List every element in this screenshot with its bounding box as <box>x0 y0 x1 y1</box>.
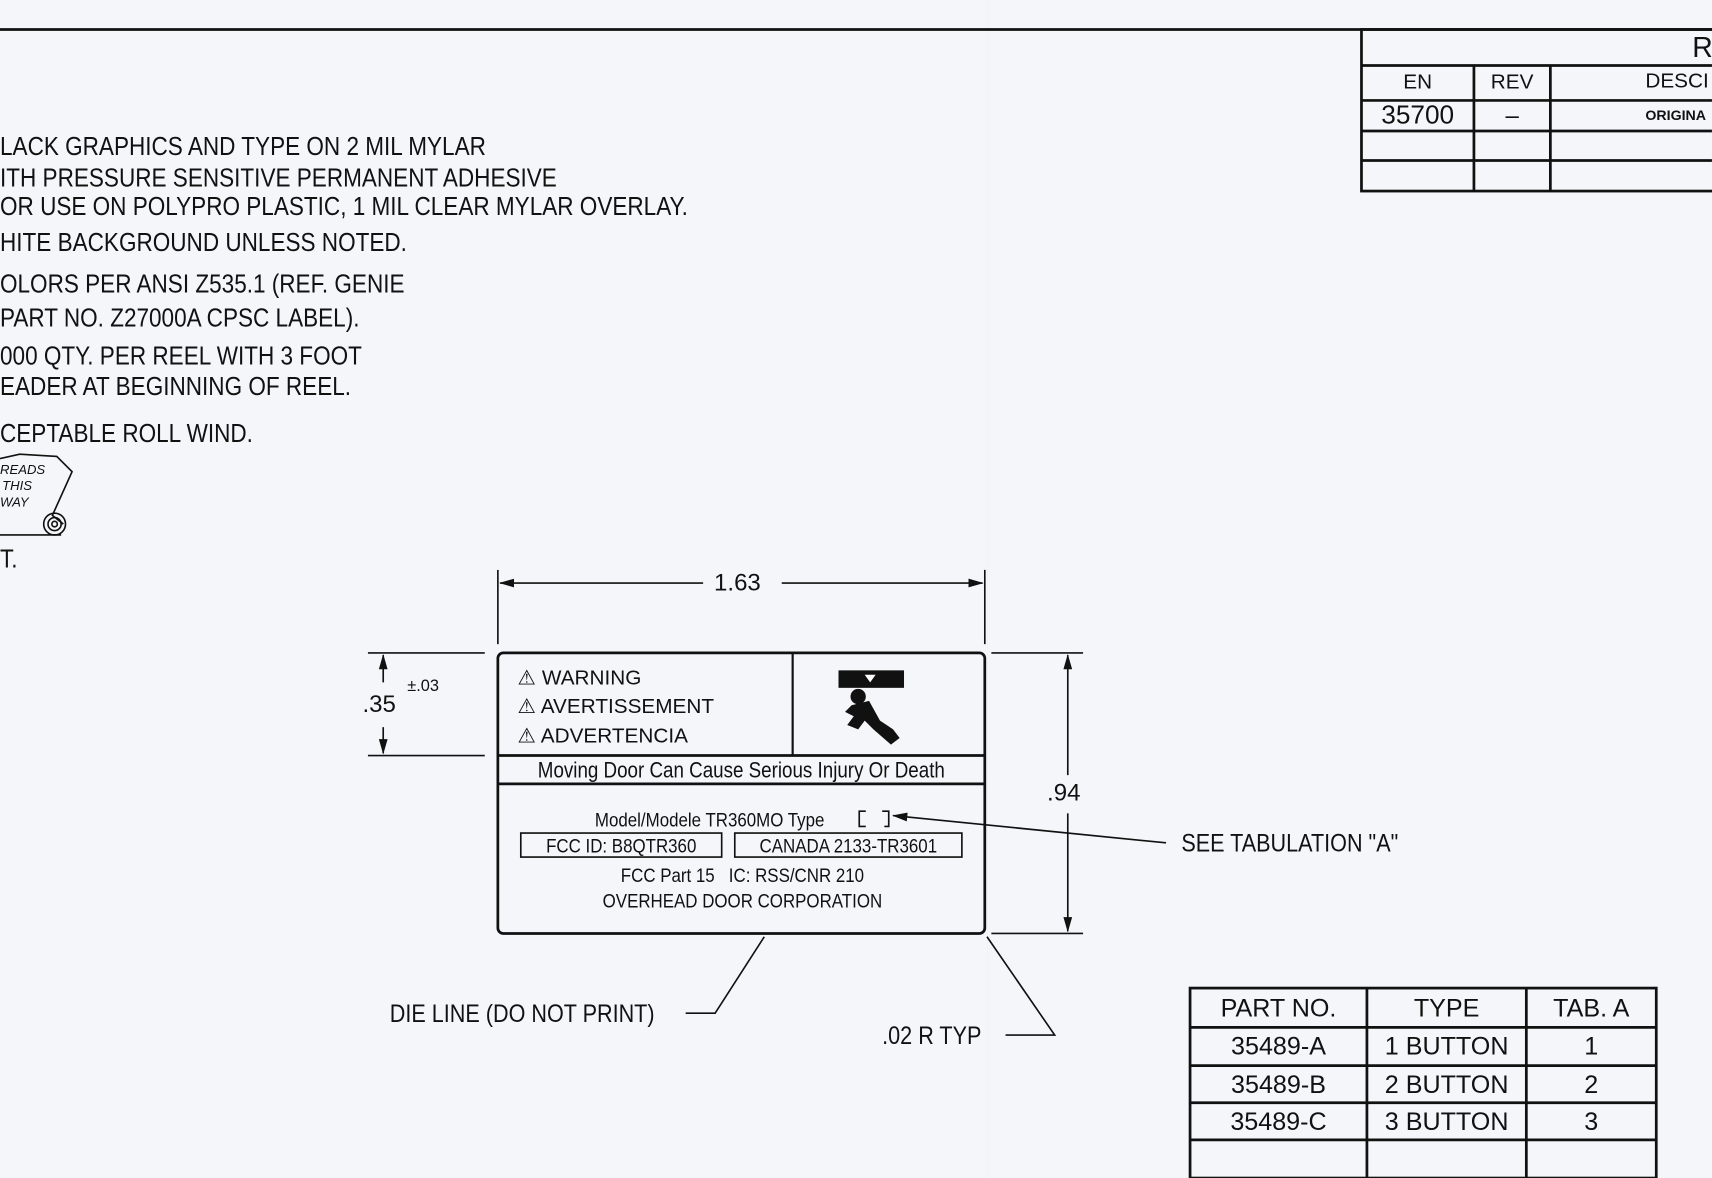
tab-cell-type: 3 BUTTON <box>1384 1106 1509 1135</box>
die-line-leader <box>685 936 765 1015</box>
roll-wind-icon <box>0 453 74 536</box>
tab-cell-part: 35489-B <box>1231 1069 1326 1098</box>
note-line: OR USE ON POLYPRO PLASTIC, 1 MIL CLEAR M… <box>0 192 688 222</box>
note-line: T. <box>0 544 18 575</box>
crush-hazard-icon <box>838 670 905 745</box>
tab-cell-tab: 3 <box>1584 1106 1599 1135</box>
warning-text: WARNING <box>541 667 642 691</box>
model-line: Model/Modele TR360MO Type <box>594 809 825 831</box>
hazard-statement: Moving Door Can Cause Serious Injury Or … <box>537 758 945 783</box>
note-line: PART NO. Z27000A CPSC LABEL). <box>0 303 360 333</box>
warning-text: AVERTISSEMENT <box>540 695 715 719</box>
rev-cell: ORIGINA <box>1645 106 1707 124</box>
label-outline <box>496 651 987 935</box>
width-dimension-value: 1.63 <box>714 568 761 597</box>
canada-id: CANADA 2133-TR3601 <box>759 835 938 858</box>
rev-cell: – <box>1505 101 1519 129</box>
radius-leader <box>986 936 1057 1036</box>
roll-text: THIS <box>2 478 33 494</box>
note-line: OLORS PER ANSI Z535.1 (REF. GENIE <box>0 269 405 300</box>
header-height-dimension <box>367 652 485 757</box>
tab-header-part-no: PART NO. <box>1220 992 1337 1022</box>
tab-cell-tab: 1 <box>1584 1031 1599 1061</box>
roll-text: READS <box>0 461 46 478</box>
note-line: ITH PRESSURE SENSITIVE PERMANENT ADHESIV… <box>0 163 557 194</box>
note-line: HITE BACKGROUND UNLESS NOTED. <box>0 228 407 258</box>
warning-line: ⚠ AVERTISSEMENT <box>518 697 715 718</box>
rev-header-description: DESCI <box>1645 69 1709 93</box>
die-line-callout: DIE LINE (DO NOT PRINT) <box>389 998 655 1028</box>
rev-cell: 35700 <box>1381 100 1455 130</box>
tab-cell-type: 2 BUTTON <box>1384 1069 1509 1098</box>
roll-text: WAY <box>0 494 29 510</box>
warning-triangle-icon: ⚠ <box>517 724 537 748</box>
fcc-id: FCC ID: B8QTR360 <box>546 835 697 858</box>
revision-title: R <box>1692 30 1712 64</box>
header-height-value: .35 <box>362 690 396 718</box>
tab-header-tab-a: TAB. A <box>1553 992 1630 1022</box>
rev-header-rev: REV <box>1490 70 1534 94</box>
compliance-line: FCC Part 15 IC: RSS/CNR 210 <box>620 864 865 887</box>
warning-line: ⚠ WARNING <box>518 668 642 689</box>
note-line: CEPTABLE ROLL WIND. <box>0 419 253 449</box>
rev-header-en: EN <box>1403 70 1433 94</box>
tabulation-table-grid <box>1188 986 1658 1178</box>
see-tabulation-callout: SEE TABULATION "A" <box>1181 828 1399 858</box>
company-line: OVERHEAD DOOR CORPORATION <box>602 889 883 912</box>
tab-cell-part: 35489-A <box>1231 1031 1326 1061</box>
width-dimension <box>497 569 986 645</box>
warning-text: ADVERTENCIA <box>540 724 688 748</box>
height-dimension-value: .94 <box>1047 778 1081 806</box>
note-line: LACK GRAPHICS AND TYPE ON 2 MIL MYLAR <box>0 132 486 162</box>
radius-callout: .02 R TYP <box>882 1020 982 1050</box>
tab-header-type: TYPE <box>1413 992 1480 1022</box>
paper-fold <box>986 0 990 1178</box>
tab-cell-type: 1 BUTTON <box>1384 1031 1509 1061</box>
revision-table-grid <box>1360 28 1712 193</box>
warning-triangle-icon: ⚠ <box>517 695 537 719</box>
tab-cell-tab: 2 <box>1584 1069 1599 1098</box>
header-tolerance: ±.03 <box>407 676 440 696</box>
tabulation-leader <box>892 812 1167 844</box>
warning-triangle-icon: ⚠ <box>517 667 537 691</box>
tab-cell-part: 35489-C <box>1230 1106 1327 1135</box>
warning-line: ⚠ ADVERTENCIA <box>518 726 688 747</box>
note-line: EADER AT BEGINNING OF REEL. <box>0 372 352 402</box>
note-line: 000 QTY. PER REEL WITH 3 FOOT <box>0 341 362 372</box>
